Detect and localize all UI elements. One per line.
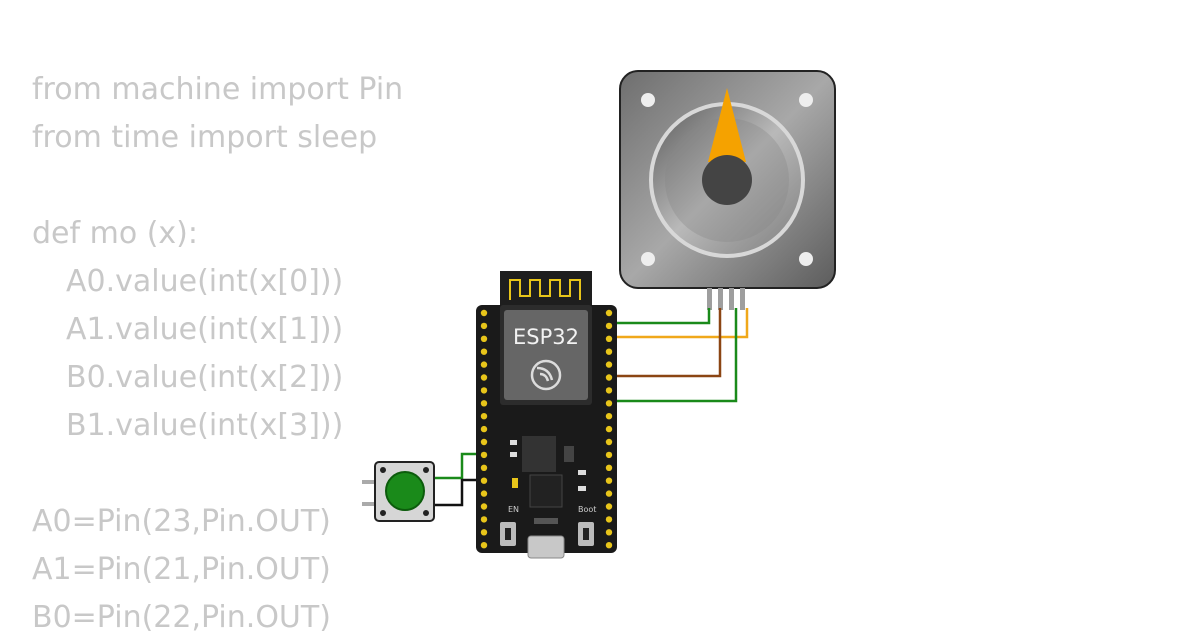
code-line: A0=Pin(23,Pin.OUT) (32, 504, 331, 539)
header-pin[interactable] (480, 516, 488, 523)
en-label: EN (508, 505, 519, 514)
push-button-cap[interactable] (385, 471, 425, 511)
header-pin[interactable] (480, 503, 488, 510)
esp32-board[interactable]: ESP32 EN Boot (476, 271, 617, 559)
header-pin[interactable] (605, 361, 613, 368)
header-pin[interactable] (480, 387, 488, 394)
antenna-trace-icon (509, 279, 581, 300)
code-line: A1=Pin(21,Pin.OUT) (32, 552, 331, 587)
header-pin[interactable] (605, 516, 613, 523)
motor-shaft (702, 155, 752, 205)
boot-label: Boot (578, 505, 596, 514)
wire-button-green (432, 452, 484, 480)
wire-button-black (432, 478, 484, 507)
header-pin[interactable] (605, 425, 613, 433)
header-pin[interactable] (605, 322, 613, 330)
micro-usb-port-icon (527, 535, 565, 559)
header-pin[interactable] (480, 361, 488, 368)
header-pin[interactable] (480, 438, 488, 446)
mount-hole (641, 252, 655, 266)
code-line: A0.value(int(x[0])) (66, 264, 344, 299)
header-pin[interactable] (605, 400, 613, 407)
right-pin-header (605, 309, 613, 549)
mount-hole (799, 93, 813, 107)
header-pin[interactable] (605, 490, 613, 497)
header-pin[interactable] (480, 400, 488, 407)
mount-hole (799, 252, 813, 266)
code-line: B1.value(int(x[3])) (66, 408, 344, 443)
header-pin[interactable] (480, 309, 488, 317)
header-pin[interactable] (605, 477, 613, 484)
header-pin[interactable] (605, 413, 613, 420)
code-line: B0=Pin(22,Pin.OUT) (32, 600, 331, 635)
header-pin[interactable] (480, 464, 488, 471)
header-pin[interactable] (605, 529, 613, 536)
mount-hole (641, 93, 655, 107)
voltage-regulator (522, 436, 556, 472)
header-pin[interactable] (480, 451, 488, 459)
header-pin[interactable] (605, 309, 613, 317)
header-pin[interactable] (605, 503, 613, 510)
header-pin[interactable] (605, 335, 613, 342)
left-pin-header (480, 309, 488, 549)
header-pin[interactable] (605, 438, 613, 446)
stepper-motor[interactable] (619, 70, 836, 310)
wires (432, 308, 749, 507)
header-pin[interactable] (605, 464, 613, 471)
header-pin[interactable] (480, 413, 488, 420)
code-line: from machine import Pin (32, 72, 404, 107)
code-line: B0.value(int(x[2])) (66, 360, 344, 395)
header-pin[interactable] (480, 542, 488, 549)
motor-pointer-icon (708, 88, 746, 162)
header-pin[interactable] (605, 451, 613, 459)
header-pin[interactable] (605, 374, 613, 381)
header-pin[interactable] (480, 322, 488, 330)
code-line: from time import sleep (32, 120, 378, 155)
wire-green-b (612, 308, 738, 403)
code-line: A1.value(int(x[1])) (66, 312, 344, 347)
header-pin[interactable] (605, 542, 613, 549)
wire-green-a (612, 308, 711, 325)
chip-label: ESP32 (513, 325, 579, 349)
code-listing: from machine import Pin from time import … (32, 66, 403, 642)
header-pin[interactable] (480, 477, 488, 484)
header-pin[interactable] (480, 529, 488, 536)
code-line: def mo (x): (32, 216, 198, 251)
header-pin[interactable] (480, 348, 488, 355)
wire-brown (612, 308, 722, 378)
header-pin[interactable] (480, 374, 488, 381)
push-button[interactable] (362, 461, 435, 522)
header-pin[interactable] (605, 387, 613, 394)
header-pin[interactable] (605, 348, 613, 355)
header-pin[interactable] (480, 425, 488, 433)
espressif-logo-icon (530, 359, 562, 391)
header-pin[interactable] (480, 490, 488, 497)
header-pin[interactable] (480, 335, 488, 342)
wire-orange (612, 308, 749, 339)
usb-uart-chip (529, 474, 563, 508)
